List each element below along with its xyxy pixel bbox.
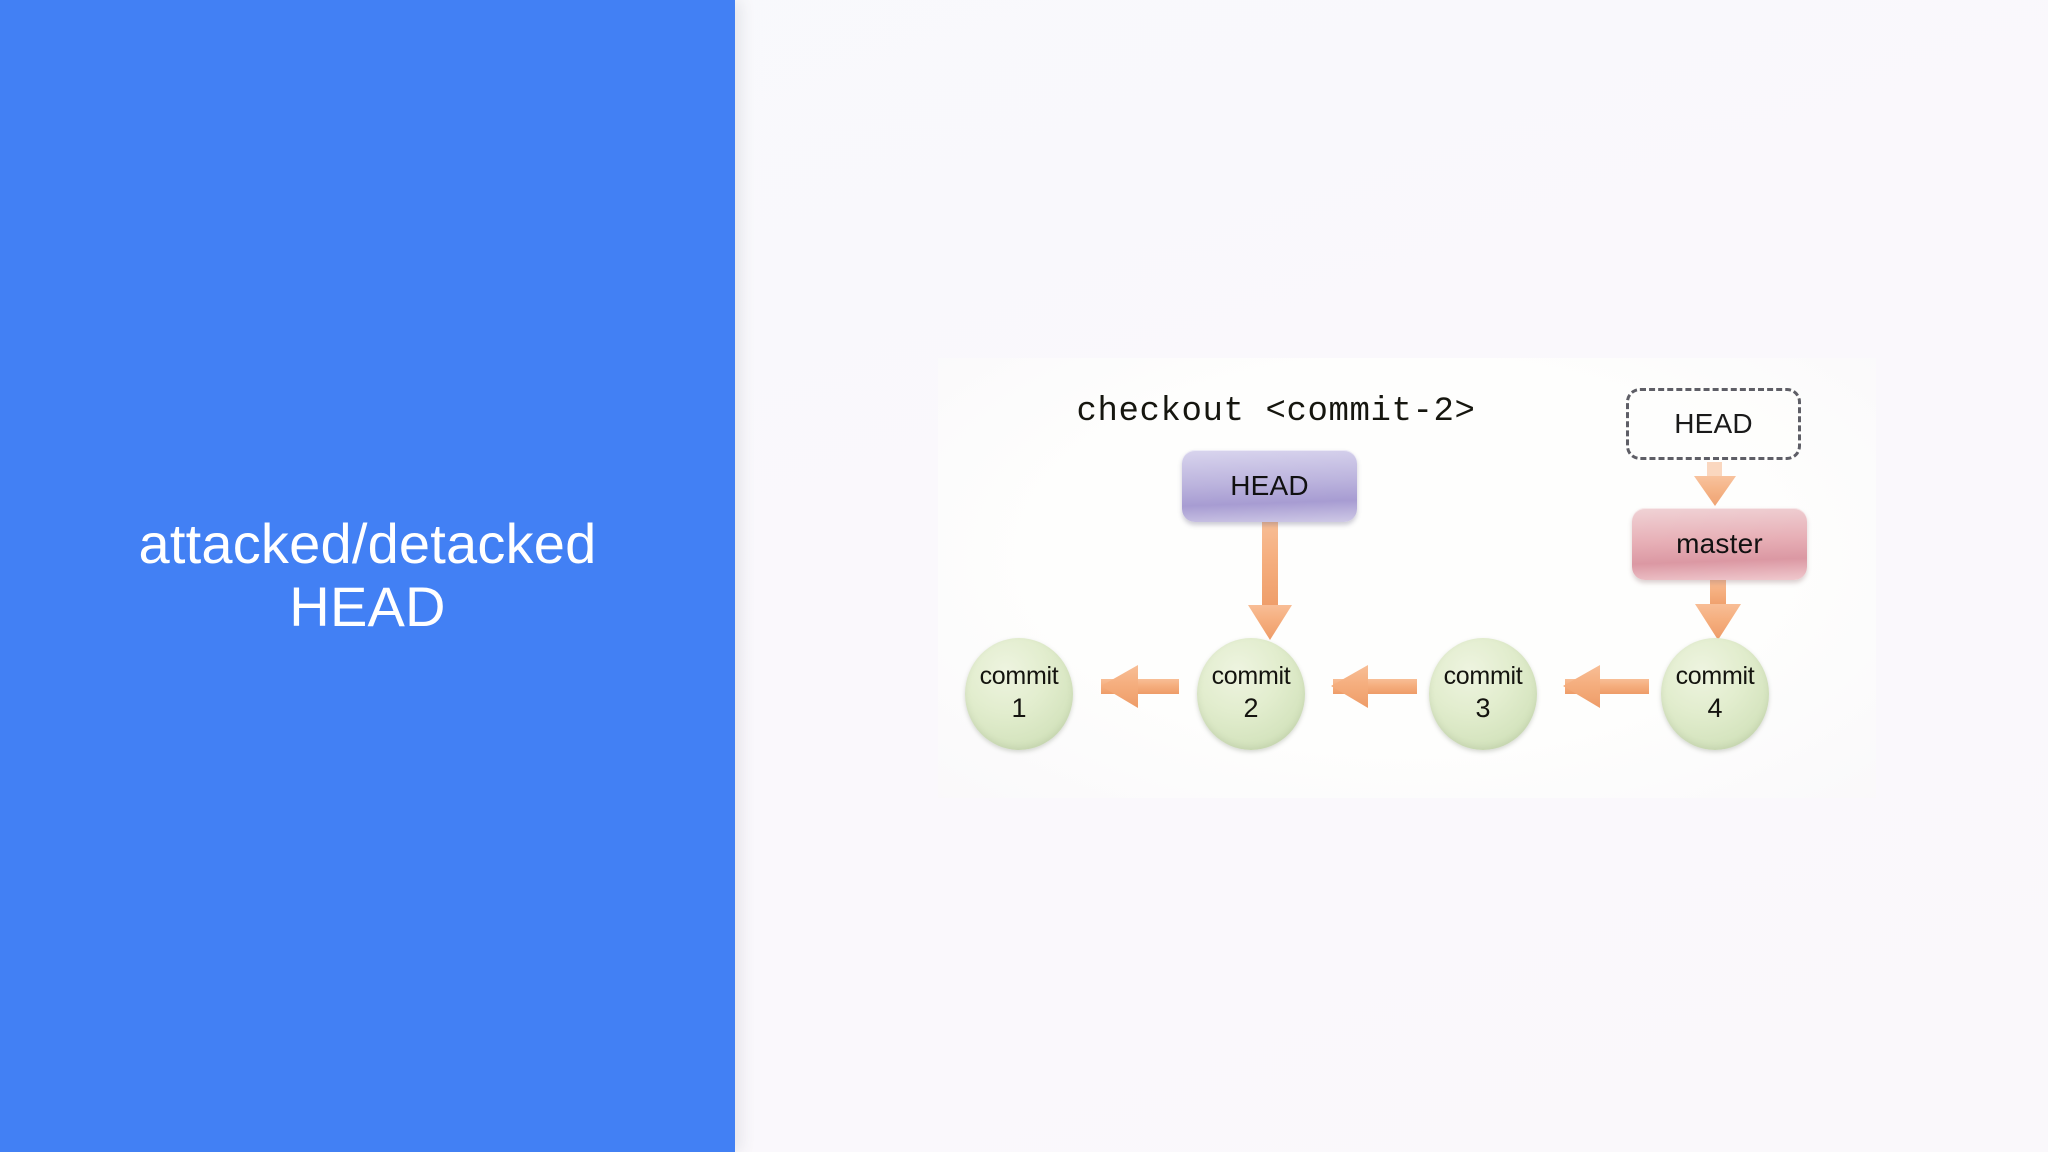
git-head-diagram-image: checkout <commit-2> HEAD HEAD master com… <box>938 358 1876 798</box>
master-ref-box: master <box>1632 508 1807 580</box>
head-ghost-ref-box: HEAD <box>1626 388 1801 460</box>
checkout-command-caption: checkout <commit-2> <box>1076 393 1476 431</box>
commit-node-2-number: 2 <box>1243 693 1259 724</box>
edge-master-to-commit4 <box>1695 579 1741 640</box>
edge-headghost-to-master <box>1694 462 1736 506</box>
content-area: checkout <commit-2> HEAD HEAD master com… <box>735 0 2048 1152</box>
commit-node-2-label: commit <box>1211 662 1291 691</box>
commit-node-3-label: commit <box>1443 662 1523 691</box>
head-ghost-ref-label: HEAD <box>1674 408 1753 439</box>
commit-node-2: commit 2 <box>1197 638 1305 750</box>
commit-node-1-label: commit <box>979 662 1059 691</box>
commit-node-4: commit 4 <box>1661 638 1769 750</box>
edge-commit4-to-commit3 <box>1563 665 1649 708</box>
commit-node-3-number: 3 <box>1475 693 1491 724</box>
diagram-root: checkout <commit-2> HEAD HEAD master com… <box>938 358 1876 798</box>
commit-node-1-number: 1 <box>1011 693 1027 724</box>
title-panel: attacked/detacked HEAD <box>0 0 735 1152</box>
commit-node-1: commit 1 <box>965 638 1073 750</box>
edge-commit3-to-commit2 <box>1331 665 1417 708</box>
head-ref-box: HEAD <box>1182 450 1357 522</box>
head-ref-label: HEAD <box>1230 470 1309 501</box>
edge-head-to-commit2 <box>1248 520 1292 640</box>
master-ref-label: master <box>1676 528 1763 559</box>
commit-node-3: commit 3 <box>1429 638 1537 750</box>
commit-node-4-number: 4 <box>1707 693 1723 724</box>
commit-node-4-label: commit <box>1675 662 1755 691</box>
edge-commit2-to-commit1 <box>1101 665 1179 708</box>
arrow-layer <box>1101 462 1741 708</box>
page-title: attacked/detacked HEAD <box>138 512 597 638</box>
